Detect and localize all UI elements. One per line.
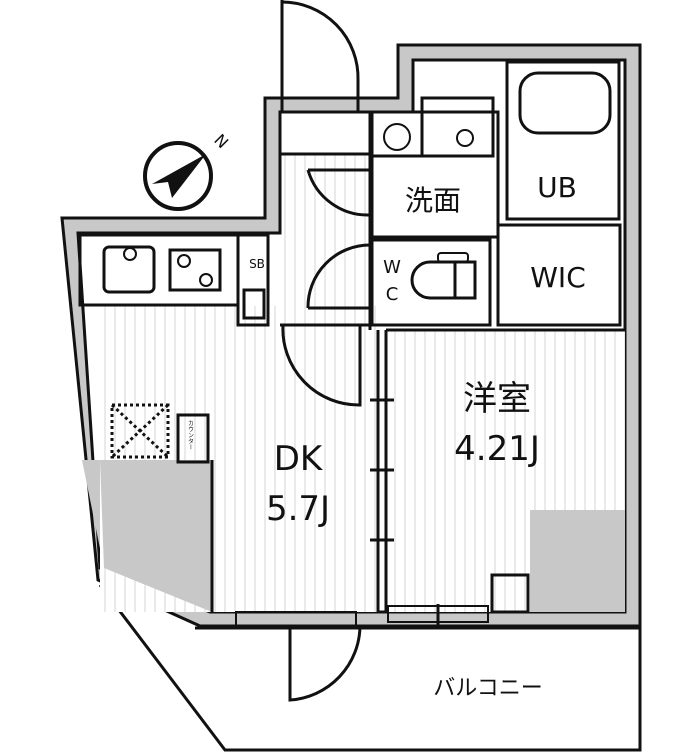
washroom-label: 洗面 [405,184,461,217]
compass-icon: N [143,130,232,211]
dk-door[interactable] [281,324,362,407]
stove-icon [168,248,222,292]
windows [235,604,489,702]
balcony: バルコニー [98,584,642,752]
western-size: 4.21J [454,429,540,469]
bathtub-icon [518,71,612,135]
dk-label: DK [274,439,324,479]
entrance [278,0,372,330]
toilet: W C [370,238,492,327]
basin-icon [383,123,411,151]
western-floor [386,330,530,612]
kitchen: SB カウンター [78,233,270,464]
closet-label: WIC [530,261,586,294]
bathroom: UB [505,60,621,221]
sink-icon [102,245,156,294]
toilet-icon [410,260,457,300]
washer-space [420,96,495,158]
balcony-door[interactable] [288,625,362,702]
partition [370,328,625,612]
entrance-door[interactable] [281,0,360,112]
walk-in-closet: WIC [496,223,622,327]
balcony-label: バルコニー [433,676,543,701]
dk-size: 5.7J [266,489,330,529]
compass-north-label: N [210,130,232,152]
toilet-label-w: W [383,257,401,278]
counter-label: カウンター [187,420,194,450]
shoebox-label: SB [249,257,265,271]
washroom: 洗面 [370,96,500,239]
wall-block-left-cover [100,460,212,612]
bath-label: UB [537,171,577,204]
corridor-floor [282,155,370,330]
wall-block-right [530,510,625,612]
toilet-label-c: C [386,284,399,305]
washroom-door[interactable] [306,168,371,217]
western-label: 洋室 [463,379,531,419]
toilet-door[interactable] [306,243,371,310]
